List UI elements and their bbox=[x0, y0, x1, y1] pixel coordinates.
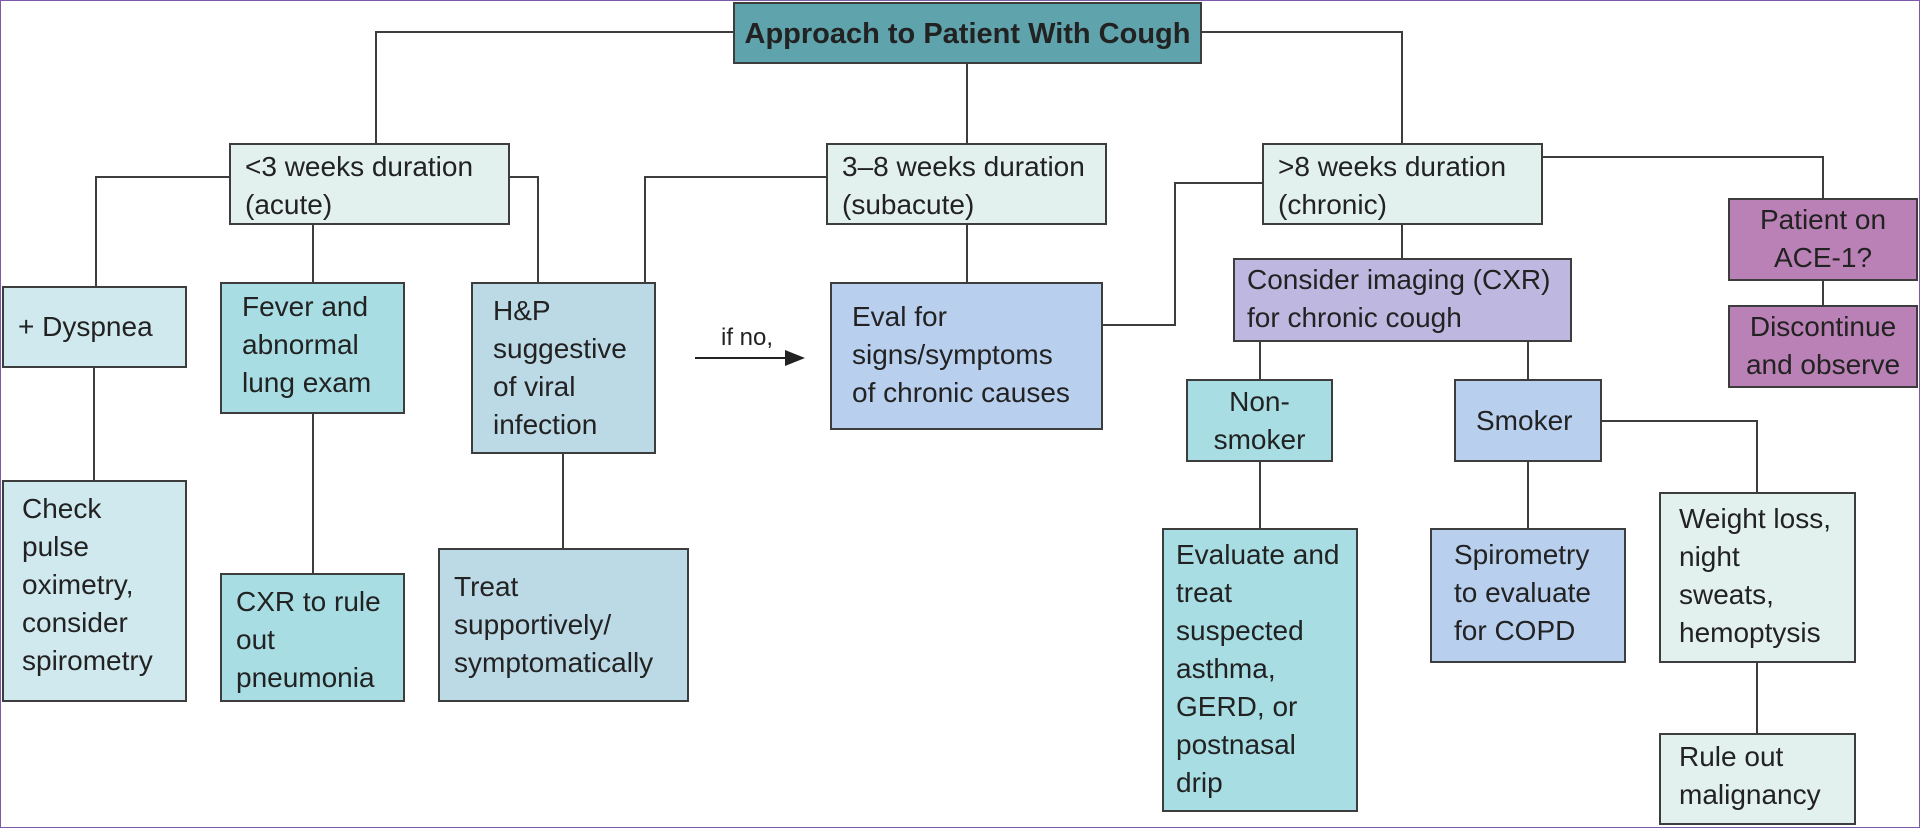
node-smoker: Smoker bbox=[1454, 379, 1602, 462]
line-subacute-viral bbox=[644, 176, 827, 283]
if-no-label: if no, bbox=[721, 324, 774, 351]
node-evaluate-treat: Evaluate and treat suspected asthma, GER… bbox=[1162, 528, 1358, 812]
node-viral-infection: H&P suggestive of viral infection bbox=[471, 282, 656, 454]
line-title-chronic bbox=[1200, 31, 1403, 143]
node-pulse-oximetry: Check pulse oximetry, consider spirometr… bbox=[2, 480, 187, 702]
node-rule-out-malignancy: Rule out malignancy bbox=[1659, 733, 1856, 825]
node-consider-imaging: Consider imaging (CXR) for chronic cough bbox=[1233, 258, 1572, 342]
node-fever: Fever and abnormal lung exam bbox=[220, 282, 405, 414]
line-eval-chronic bbox=[1102, 182, 1263, 326]
line-smoker-weightloss bbox=[1600, 420, 1758, 493]
node-weight-loss: Weight loss, night sweats, hemoptysis bbox=[1659, 492, 1856, 663]
node-eval-chronic-causes: Eval for signs/symptoms of chronic cause… bbox=[830, 282, 1103, 430]
line-title-acute bbox=[375, 31, 733, 143]
node-subacute: 3–8 weeks duration (subacute) bbox=[826, 143, 1107, 225]
node-dyspnea: + Dyspnea bbox=[2, 286, 187, 368]
node-non-smoker: Non- smoker bbox=[1186, 379, 1333, 462]
node-treat-supportively: Treat supportively/ symptomatically bbox=[438, 548, 689, 702]
node-acute: <3 weeks duration (acute) bbox=[229, 143, 510, 225]
line-chronic-ace bbox=[1542, 156, 1824, 199]
node-cxr-pneumonia: CXR to rule out pneumonia bbox=[220, 573, 405, 702]
diagram-title: Approach to Patient With Cough bbox=[733, 2, 1202, 64]
node-ace-inhibitor: Patient on ACE-1? bbox=[1728, 198, 1918, 281]
node-chronic: >8 weeks duration (chronic) bbox=[1262, 143, 1543, 225]
node-discontinue-observe: Discontinue and observe bbox=[1728, 305, 1918, 388]
line-acute-viral bbox=[508, 176, 539, 283]
node-spirometry: Spirometry to evaluate for COPD bbox=[1430, 528, 1626, 663]
line-acute-dyspnea bbox=[95, 176, 230, 287]
